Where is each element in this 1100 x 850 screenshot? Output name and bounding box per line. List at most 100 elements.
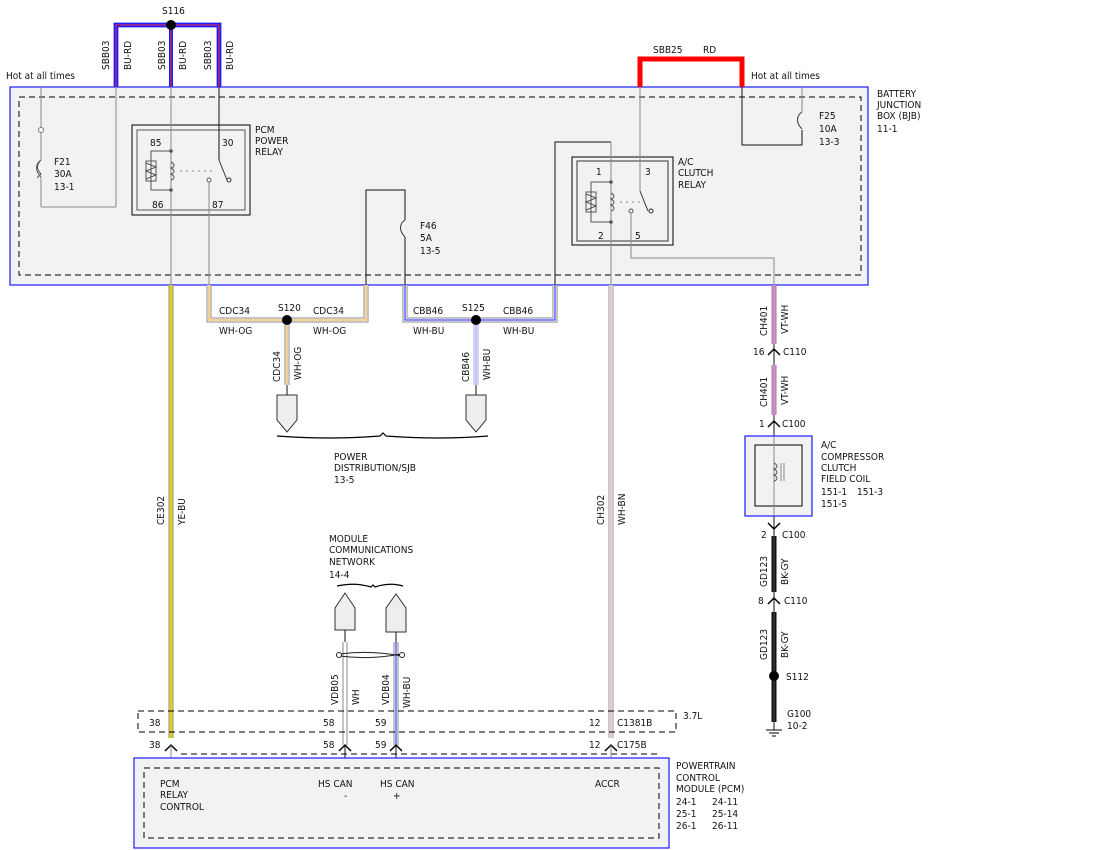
sbb03-color-3: BU-RD (225, 41, 236, 70)
ac-compressor-clutch (744, 435, 813, 517)
bjb-label: BATTERY JUNCTION BOX (BJB) 11-1 (876, 89, 921, 135)
s125-harness (402, 285, 558, 433)
pcm-ref-25-1[interactable]: 25-1 (676, 809, 696, 820)
f25-rating: 10A (819, 124, 837, 135)
hot-at-all-times-left: Hot at all times (6, 71, 75, 82)
twisted-pair-icon (339, 651, 402, 659)
f21-name: F21 (54, 157, 71, 168)
pcm-ref-24-1[interactable]: 24-1 (676, 797, 696, 808)
c110-top-pin: 16 (753, 347, 765, 358)
c1381b-pin-58: 58 (323, 718, 335, 729)
f21-circuit (36, 87, 117, 208)
pcm-relay-control-2: RELAY (160, 790, 189, 801)
pcm-ref-24-11[interactable]: 24-11 (712, 797, 738, 808)
s125-right-circuit: CBB46 (503, 306, 533, 317)
ch401-1-circuit: CH401 (759, 306, 770, 336)
bjb-label-line3: BOX (BJB) (877, 111, 920, 122)
compressor-label-4: FIELD COIL (821, 474, 870, 485)
relay-switch-icon (218, 159, 228, 181)
gd123-2-color: BK-GY (780, 631, 791, 658)
f21-ref[interactable]: 13-1 (54, 182, 74, 193)
f21-fuse-icon (36, 159, 42, 178)
pcm-relay-pin-87: 87 (212, 200, 223, 211)
c1381b-pin-38: 38 (149, 718, 161, 729)
pcm-ref-25-14[interactable]: 25-14 (712, 809, 738, 820)
vdb05-color: WH (351, 689, 362, 705)
s125-left-circuit: CBB46 (413, 306, 443, 317)
f21-rating: 30A (54, 169, 72, 180)
f46-circuit (365, 189, 406, 285)
s120-label: S120 (278, 303, 301, 314)
pcm-label-3: MODULE (PCM) (676, 784, 744, 795)
c110-bot-connector: C110 (784, 596, 808, 607)
c110-top-connector: C110 (783, 347, 807, 358)
c100-bot-connector: C100 (782, 530, 806, 541)
sbb03-color-1: BU-RD (123, 41, 134, 70)
pcm-relay-control-3: CONTROL (160, 802, 204, 813)
c175b-pin-58: 58 (323, 740, 335, 751)
bjb-ref[interactable]: 11-1 (877, 124, 897, 135)
compressor-ref-1[interactable]: 151-1 (821, 487, 847, 498)
s125-connector-pin-icon (465, 394, 487, 433)
g100-label: G100 (787, 709, 811, 720)
gd123-1-color: BK-GY (780, 558, 791, 585)
f46-ref[interactable]: 13-5 (420, 246, 440, 257)
c100-bot-pin: 2 (761, 530, 767, 541)
c175b-name: C175B (617, 740, 647, 751)
c100-top-connector: C100 (782, 419, 806, 430)
pcm-ref-26-11[interactable]: 26-11 (712, 821, 738, 832)
c1381b-name: C1381B (617, 718, 652, 729)
ac-clutch-relay (554, 87, 775, 285)
c100-top-pin: 1 (759, 419, 765, 430)
pcm-hs-can-minus-label: HS CAN (318, 779, 353, 790)
pcm-relay-control-1: PCM (160, 779, 179, 790)
compressor-label-2: COMPRESSOR (821, 452, 884, 463)
s120-right-circuit: CDC34 (313, 306, 344, 317)
hot-at-all-times-right: Hot at all times (751, 71, 820, 82)
pcm-relay-pin-86: 86 (152, 200, 164, 211)
sbb25-color: RD (703, 45, 716, 56)
power-dist-ref[interactable]: 13-5 (334, 475, 354, 486)
vdb05-circuit: VDB05 (330, 674, 341, 705)
pcm-hs-can-plus-label: HS CAN (380, 779, 415, 790)
ac-relay-pin-5: 5 (635, 231, 641, 242)
mcn-ref[interactable]: 14-4 (329, 570, 350, 581)
s125-right-color: WH-BU (503, 326, 534, 337)
ch401-2-circuit: CH401 (759, 377, 770, 407)
bjb-dashed-border (18, 96, 862, 276)
g100-ref[interactable]: 10-2 (787, 721, 807, 732)
compressor-ref-3[interactable]: 151-5 (821, 499, 847, 510)
c175b-pin-12: 12 (589, 740, 600, 751)
bjb-label-line2: JUNCTION (876, 100, 921, 111)
ch302-color: WH-BN (617, 494, 628, 525)
engine-variant-label: 3.7L (683, 711, 702, 722)
compressor-ref-2[interactable]: 151-3 (857, 487, 883, 498)
s120-right-color: WH-OG (313, 326, 346, 337)
pcm-label-2: CONTROL (676, 773, 720, 784)
sbb25-circuit: SBB25 (653, 45, 683, 56)
gd123-wires (766, 516, 782, 737)
f46-name: F46 (420, 221, 437, 232)
ac-relay-label-1: A/C (678, 157, 693, 168)
ch401-2-color: VT-WH (780, 376, 791, 405)
ce302-color: YE-BU (177, 498, 188, 526)
sbb03-circuit-2: SBB03 (157, 40, 168, 70)
pcm-relay-pin-30: 30 (222, 138, 234, 149)
s120-harness (206, 285, 369, 433)
mcn-label-1: MODULE (329, 534, 368, 545)
f25-ref[interactable]: 13-3 (819, 137, 839, 148)
sbb25-harness (637, 56, 803, 146)
s120-left-color: WH-OG (219, 326, 252, 337)
sbb03-circuit-3: SBB03 (203, 40, 214, 70)
pcm-box (133, 757, 670, 849)
s125-down-color: WH-BU (482, 349, 493, 380)
pcm-relay-label-3: RELAY (255, 147, 284, 158)
c1381b-pin-59: 59 (375, 718, 387, 729)
pcm-ref-26-1[interactable]: 26-1 (676, 821, 696, 832)
ac-relay-label-2: CLUTCH (678, 168, 713, 179)
power-dist-brace (276, 432, 489, 439)
can-wires (334, 592, 407, 745)
ac-relay-label-3: RELAY (678, 180, 707, 191)
f46-rating: 5A (420, 233, 433, 244)
